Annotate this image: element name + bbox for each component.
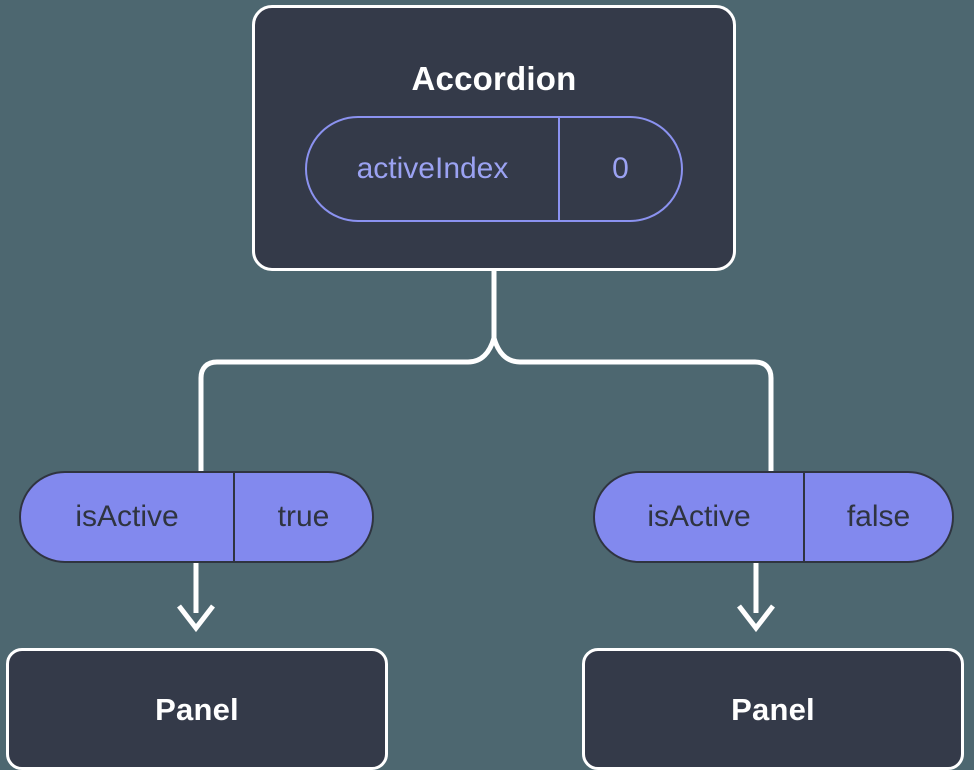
component-node-panel-left[interactable]: Panel (6, 648, 388, 770)
state-badge-activeindex[interactable]: activeIndex 0 (305, 116, 683, 222)
prop-badge-isactive-true[interactable]: isActive true (19, 471, 374, 563)
accordion-title: Accordion (411, 60, 577, 97)
prop-badge-value: true (233, 473, 372, 561)
panel-right-title: Panel (731, 692, 815, 727)
connector-branch-left (198, 337, 497, 471)
prop-badge-key: isActive (75, 500, 179, 533)
component-node-panel-right[interactable]: Panel (582, 648, 964, 770)
arrow-left-head (177, 604, 215, 633)
prop-badge-value: false (803, 473, 952, 561)
state-badge-key: activeIndex (356, 152, 509, 185)
arrow-right-head (737, 604, 775, 633)
panel-left-title: Panel (155, 692, 239, 727)
prop-badge-isactive-false[interactable]: isActive false (593, 471, 954, 563)
state-badge-value: 0 (558, 118, 681, 220)
connector-branch-right (491, 337, 774, 471)
prop-badge-key: isActive (647, 500, 751, 533)
